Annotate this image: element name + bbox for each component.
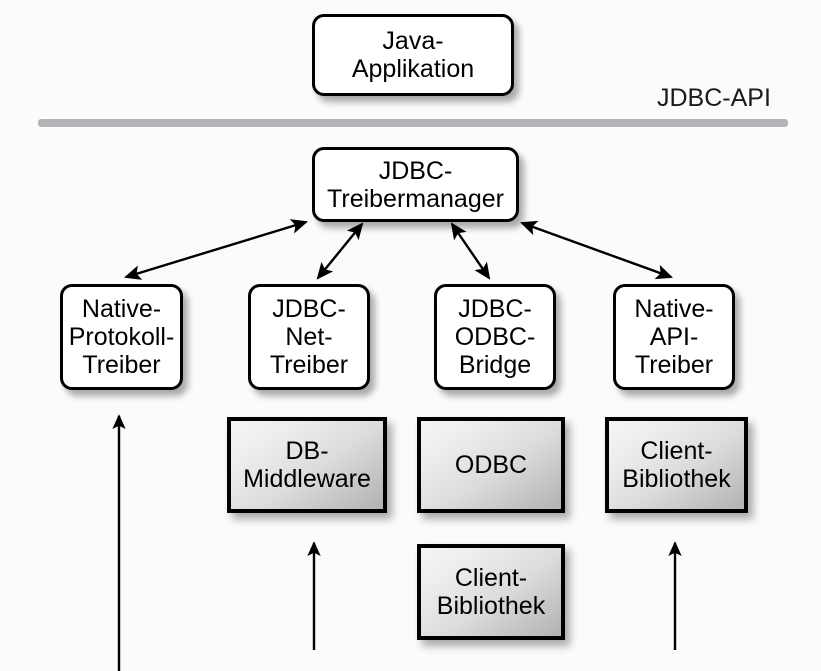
jdbc-api-bar <box>38 119 788 127</box>
node-client-bibliothek-middle-label: Client- Bibliothek <box>436 564 546 620</box>
node-db-middleware-label: DB- Middleware <box>243 437 371 493</box>
connector-manager-jdbc-odbc <box>450 222 491 280</box>
connector-manager-native-api <box>520 220 673 280</box>
node-db-middleware[interactable]: DB- Middleware <box>227 417 387 513</box>
node-jdbc-treibermanager-label: JDBC- Treibermanager <box>327 156 504 213</box>
node-native-api-treiber-label: Native- API- Treiber <box>634 295 714 379</box>
node-odbc[interactable]: ODBC <box>417 417 565 513</box>
node-client-bibliothek-right[interactable]: Client- Bibliothek <box>605 417 748 513</box>
node-jdbc-net-treiber[interactable]: JDBC- Net- Treiber <box>248 284 370 390</box>
node-jdbc-net-treiber-label: JDBC- Net- Treiber <box>269 295 349 379</box>
node-native-api-treiber[interactable]: Native- API- Treiber <box>613 284 735 390</box>
jdbc-api-label: JDBC-API <box>657 84 771 112</box>
node-odbc-label: ODBC <box>454 451 528 479</box>
node-jdbc-treibermanager[interactable]: JDBC- Treibermanager <box>312 147 519 222</box>
node-client-bibliothek-right-label: Client- Bibliothek <box>622 437 731 493</box>
node-jdbc-odbc-bridge-label: JDBC- ODBC- Bridge <box>454 295 536 379</box>
node-native-protokoll-treiber[interactable]: Native- Protokoll- Treiber <box>60 284 183 390</box>
node-client-bibliothek-middle[interactable]: Client- Bibliothek <box>417 544 565 640</box>
connector-manager-jdbc-net <box>316 222 364 280</box>
node-java-applikation[interactable]: Java- Applikation <box>312 14 514 96</box>
connector-manager-native-protokoll <box>123 219 309 280</box>
node-native-protokoll-treiber-label: Native- Protokoll- Treiber <box>68 295 175 379</box>
node-jdbc-odbc-bridge[interactable]: JDBC- ODBC- Bridge <box>434 284 556 390</box>
node-java-applikation-label: Java- Applikation <box>351 27 475 83</box>
